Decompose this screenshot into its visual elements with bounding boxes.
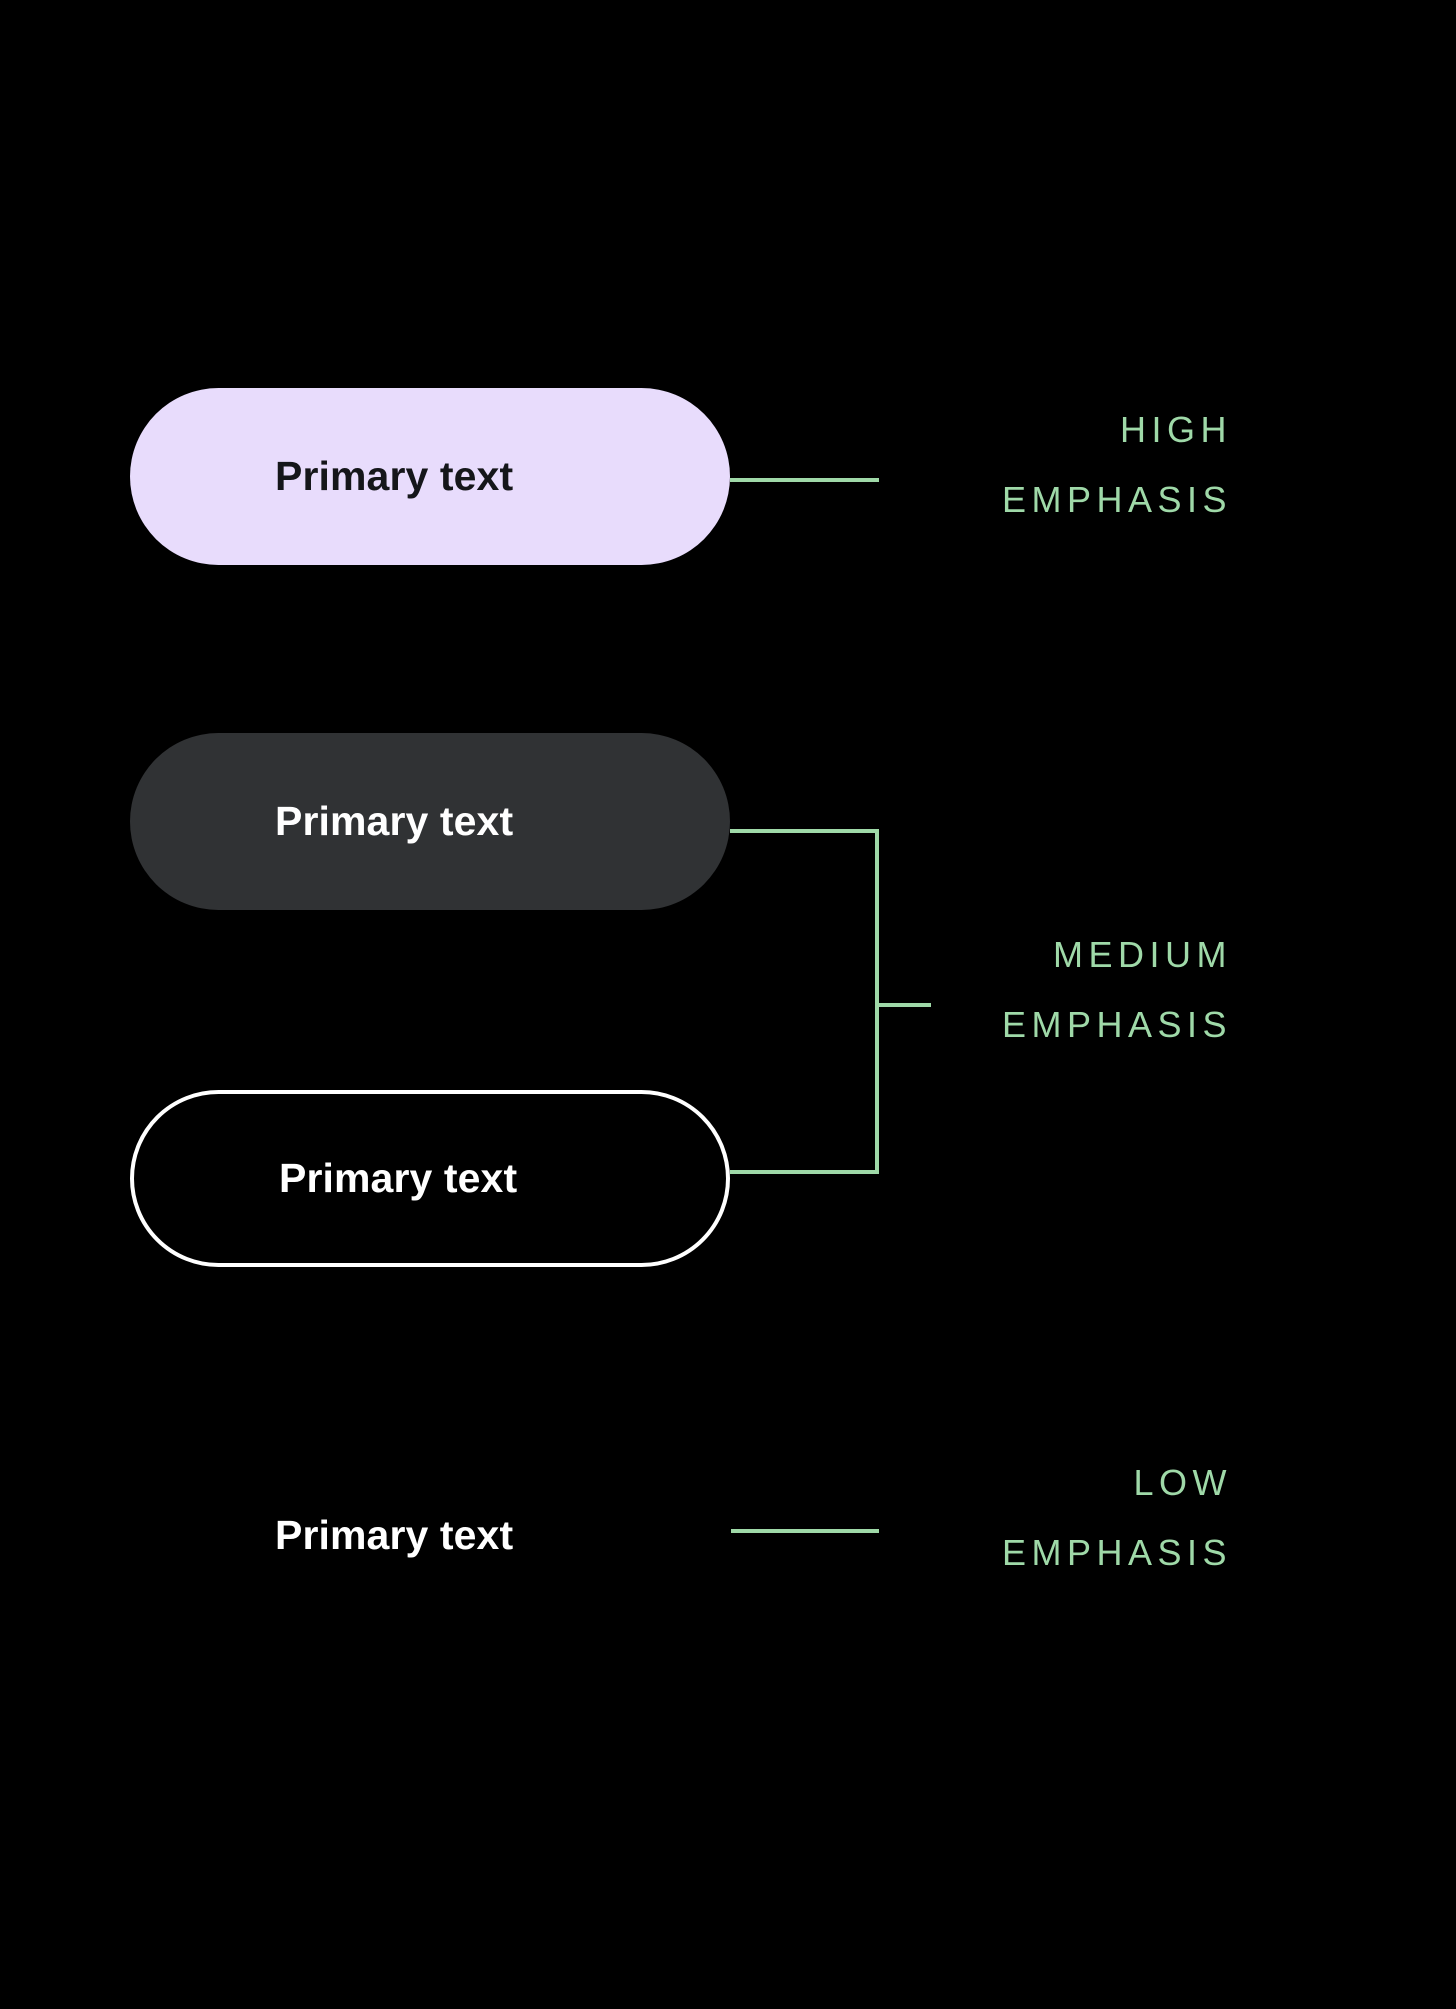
medium-emphasis-label-line1: MEDIUM <box>1053 934 1232 975</box>
high-emphasis-connector-line <box>730 478 879 482</box>
high-emphasis-label: HIGH EMPHASIS <box>672 395 1232 535</box>
high-emphasis-label-line1: HIGH <box>1120 409 1232 450</box>
low-emphasis-label-line2: EMPHASIS <box>1001 1532 1232 1573</box>
low-emphasis-label: LOW EMPHASIS <box>672 1448 1232 1588</box>
medium-emphasis-label-line2: EMPHASIS <box>1001 1004 1232 1045</box>
low-emphasis-text-button-label: Primary text <box>275 1511 514 1558</box>
medium-emphasis-connector-top <box>730 829 879 833</box>
high-emphasis-button[interactable]: Primary text <box>130 388 730 565</box>
high-emphasis-label-line2: EMPHASIS <box>1001 479 1232 520</box>
medium-emphasis-connector-bottom <box>730 1170 879 1174</box>
low-emphasis-label-line1: LOW <box>1133 1462 1232 1503</box>
high-emphasis-button-label: Primary text <box>275 453 514 499</box>
medium-emphasis-outlined-button-label: Primary text <box>279 1155 518 1201</box>
medium-emphasis-connector-stub <box>877 1003 931 1007</box>
medium-emphasis-label: MEDIUM EMPHASIS <box>672 920 1232 1060</box>
low-emphasis-text-button[interactable]: Primary text <box>275 1505 513 1565</box>
medium-emphasis-connector-vertical <box>875 829 879 1174</box>
medium-emphasis-outlined-button[interactable]: Primary text <box>130 1090 730 1267</box>
low-emphasis-connector-line <box>731 1529 879 1533</box>
medium-emphasis-filled-button-label: Primary text <box>275 798 514 844</box>
medium-emphasis-filled-button[interactable]: Primary text <box>130 733 730 910</box>
